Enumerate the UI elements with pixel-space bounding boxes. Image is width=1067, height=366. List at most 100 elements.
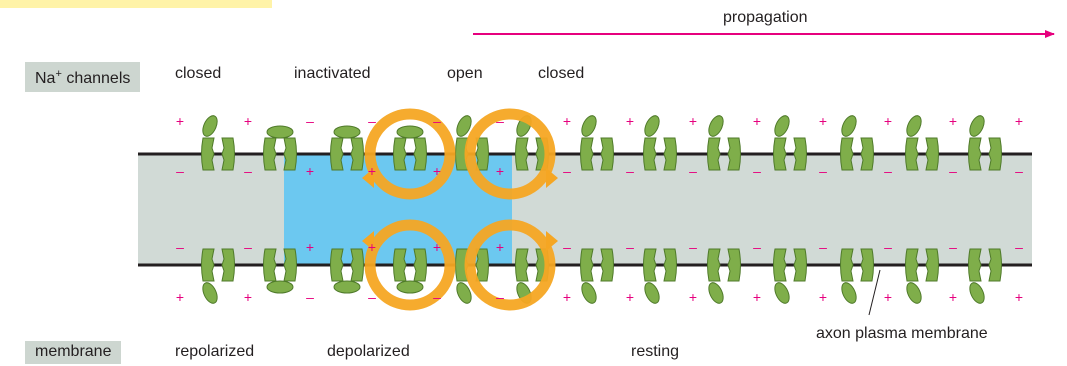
channel-subunit-left [707, 248, 721, 282]
channel-gate [456, 282, 472, 304]
channel-gate-inactivated [266, 125, 294, 139]
channel-subunit-right [600, 137, 614, 171]
channel-gate-inactivated [396, 125, 424, 139]
charge-outside-top-14: + [1015, 113, 1023, 129]
channel-subunit-left [773, 137, 787, 171]
current-loop-arrowhead [546, 168, 558, 188]
charge-inside-bottom-14: – [1015, 239, 1023, 255]
channel-subunit-right [350, 137, 364, 171]
sodium-channel-bottom-12 [905, 248, 939, 304]
channel-subunit-left [643, 248, 657, 282]
charge-inside-top-11: – [819, 163, 827, 179]
sodium-channel-bottom-5 [455, 248, 489, 304]
channel-gate [906, 282, 922, 304]
sodium-channel-bottom-13 [968, 248, 1002, 304]
channels-label: channels [61, 70, 131, 87]
channel-subunit-right [988, 137, 1002, 171]
charge-inside-bottom-7: – [563, 239, 571, 255]
channel-subunit-left [263, 248, 277, 282]
sodium-channel-bottom-2 [263, 248, 297, 294]
membrane-resting: resting [631, 343, 680, 360]
charge-outside-bottom-10: + [753, 289, 761, 305]
charge-outside-top-9: + [689, 113, 697, 129]
channel-gate [581, 282, 597, 304]
channel-subunit-left [643, 137, 657, 171]
charge-outside-top-2: + [244, 113, 252, 129]
charge-inside-top-10: – [753, 163, 761, 179]
channel-subunit-right [475, 137, 489, 171]
charge-inside-top-5: + [433, 163, 441, 179]
charge-outside-bottom-4: – [368, 289, 376, 305]
sodium-channel-top-10 [773, 115, 807, 171]
channel-subunit-left [263, 137, 277, 171]
state-closed-left: closed [175, 65, 222, 82]
current-loop-ring [364, 219, 456, 311]
propagation-label: propagation [723, 9, 808, 26]
channel-gate [708, 282, 724, 304]
channel-subunit-right [860, 248, 874, 282]
charge-outside-bottom-6: – [496, 289, 504, 305]
channel-subunit-left [201, 248, 215, 282]
channel-subunit-left [393, 137, 407, 171]
state-closed-right: closed [538, 65, 585, 82]
channel-subunit-left [393, 248, 407, 282]
channel-gate-inactivated [266, 280, 294, 294]
current-loop-arrowhead [362, 168, 374, 188]
charge-outside-bottom-3: – [306, 289, 314, 305]
channel-gate-inactivated [333, 125, 361, 139]
membrane-repolarized: repolarized [175, 343, 255, 360]
current-loop-ring [364, 108, 456, 200]
channel-subunit-right [727, 137, 741, 171]
highlight-band [0, 0, 272, 8]
charge-inside-bottom-9: – [689, 239, 697, 255]
sodium-channel-top-11 [840, 115, 874, 171]
channel-subunit-left [580, 137, 594, 171]
channel-gate [774, 282, 790, 304]
charge-outside-bottom-14: + [1015, 289, 1023, 305]
channel-subunit-left [580, 248, 594, 282]
charge-outside-bottom-12: + [884, 289, 892, 305]
charge-inside-bottom-1: – [176, 239, 184, 255]
sodium-channel-top-8 [643, 115, 677, 171]
channel-subunit-left [905, 137, 919, 171]
charge-inside-bottom-5: + [433, 239, 441, 255]
channel-gate [581, 115, 597, 137]
charge-outside-top-3: – [306, 113, 314, 129]
channel-subunit-right [925, 248, 939, 282]
sodium-channel-top-12 [905, 115, 939, 171]
channel-subunit-left [968, 248, 982, 282]
sodium-channel-top-7 [580, 115, 614, 171]
channel-subunit-right [727, 248, 741, 282]
current-loop-3 [464, 108, 558, 200]
sodium-channel-bottom-3 [330, 248, 364, 294]
current-loop-ring [464, 108, 556, 200]
sodium-channel-top-1 [201, 115, 235, 171]
channel-subunit-right [350, 248, 364, 282]
current-loop-layer [362, 108, 558, 311]
sodium-channel-top-13 [968, 115, 1002, 171]
charge-inside-top-12: – [884, 163, 892, 179]
axon-membrane-label: axon plasma membrane [816, 325, 988, 342]
charge-outside-bottom-1: + [176, 289, 184, 305]
channel-gate [906, 115, 922, 137]
sodium-channel-bottom-9 [707, 248, 741, 304]
charge-inside-bottom-2: – [244, 239, 252, 255]
sodium-channel-top-2 [263, 125, 297, 171]
sodium-channel-bottom-11 [840, 248, 874, 304]
channel-gate [969, 282, 985, 304]
channel-subunit-right [925, 137, 939, 171]
channel-subunit-right [221, 248, 235, 282]
channel-subunit-left [773, 248, 787, 282]
charge-outside-top-13: + [949, 113, 957, 129]
axon-interior [138, 154, 1032, 265]
channel-subunit-right [283, 137, 297, 171]
channel-layer [201, 115, 1002, 304]
charge-outside-bottom-2: + [244, 289, 252, 305]
channel-gate-inactivated [396, 280, 424, 294]
channel-gate [644, 282, 660, 304]
state-open: open [447, 65, 483, 82]
channel-subunit-right [988, 248, 1002, 282]
charge-inside-top-14: – [1015, 163, 1023, 179]
charge-inside-top-6: + [496, 163, 504, 179]
channel-subunit-left [330, 248, 344, 282]
